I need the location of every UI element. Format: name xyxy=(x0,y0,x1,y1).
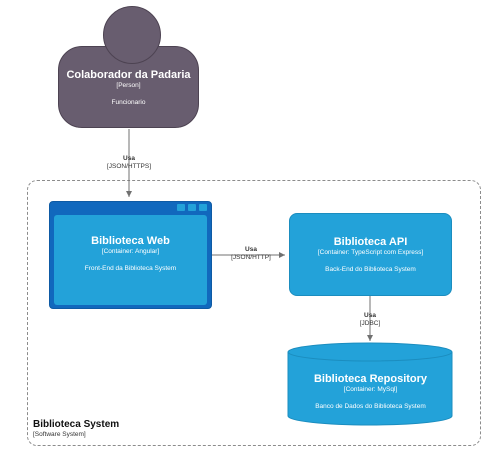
repo-description: Banco de Dados do Biblioteca System xyxy=(315,403,426,410)
web-container-node: Biblioteca Web [Container: Angular] Fron… xyxy=(54,215,207,305)
edge-api-repo-verb: Usa xyxy=(364,312,376,319)
boundary-title: Biblioteca System xyxy=(33,419,120,430)
browser-dot-icon xyxy=(199,204,207,211)
system-boundary xyxy=(27,180,481,446)
person-title: Colaborador da Padaria xyxy=(66,69,191,81)
browser-dot-icon xyxy=(188,204,196,211)
api-description: Back-End do Biblioteca System xyxy=(325,266,416,273)
repo-type: [Container: MySql] xyxy=(343,386,398,393)
edge-web-api-tech: [JSON/HTTP] xyxy=(231,254,271,261)
repository-cylinder-icon xyxy=(287,342,453,426)
person-description: Funcionario xyxy=(111,99,146,106)
browser-dot-icon xyxy=(177,204,185,211)
person-head-icon xyxy=(103,6,161,64)
repo-title: Biblioteca Repository xyxy=(313,373,428,385)
edge-web-api-verb: Usa xyxy=(245,246,257,253)
web-type: [Container: Angular] xyxy=(101,248,160,255)
edge-api-repo-tech: [JDBC] xyxy=(359,320,381,327)
edge-web-api-label: Usa [JSON/HTTP] xyxy=(221,246,281,262)
web-title: Biblioteca Web xyxy=(91,235,170,247)
repository-container-node: Biblioteca Repository [Container: MySql]… xyxy=(289,352,452,422)
boundary-type: [Software System] xyxy=(33,431,86,438)
api-container-node: Biblioteca API [Container: TypeScript co… xyxy=(289,213,452,296)
api-type: [Container: TypeScript com Express] xyxy=(317,249,424,256)
edge-person-web-verb: Usa xyxy=(123,155,135,162)
edge-person-web-tech: [JSON/HTTPS] xyxy=(106,163,152,170)
web-description: Front-End da Biblioteca System xyxy=(84,265,177,272)
api-title: Biblioteca API xyxy=(333,236,408,248)
edge-person-web-label: Usa [JSON/HTTPS] xyxy=(99,155,159,171)
edge-api-repo-label: Usa [JDBC] xyxy=(340,312,400,328)
person-type: [Person] xyxy=(116,82,141,89)
